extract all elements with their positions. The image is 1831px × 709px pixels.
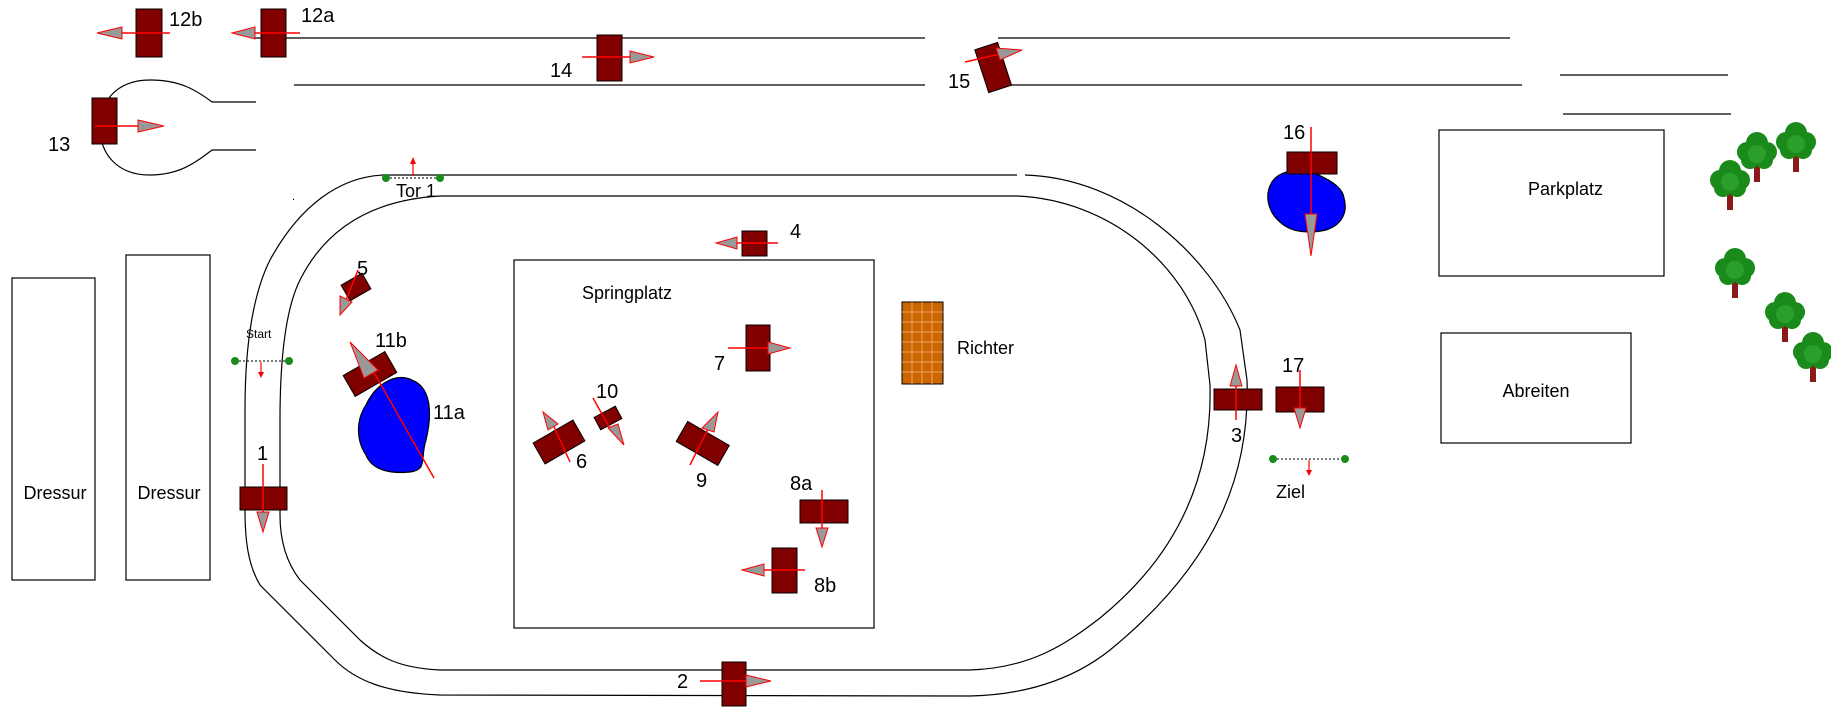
obstacle-11a-label: 11a	[433, 402, 466, 424]
obstacle-12b-label: 12b	[169, 9, 202, 31]
track-outer-edge	[244, 174, 1248, 697]
obstacle-2	[700, 661, 772, 707]
svg-text:.: .	[292, 191, 295, 203]
obstacle-15	[964, 41, 1023, 94]
start-gate	[231, 357, 293, 378]
obstacle-16	[1286, 127, 1338, 257]
parkplatz-area	[1438, 129, 1665, 277]
dressur-arena-1	[11, 277, 96, 581]
obstacle-10	[592, 397, 625, 446]
obstacle-14	[582, 34, 655, 82]
obstacle-8b-label: 8b	[814, 575, 836, 597]
obstacle-7	[728, 324, 792, 372]
tor1-label: Tor 1	[396, 181, 436, 201]
obstacle-11-direction	[349, 341, 435, 479]
judge-stand	[901, 301, 944, 385]
ziel-label: Ziel	[1276, 482, 1305, 502]
obstacle-5-label: 5	[357, 258, 368, 280]
obstacle-1	[239, 464, 288, 534]
dressur-arena-1-label: Dressur	[23, 483, 86, 503]
abreiten-label: Abreiten	[1502, 381, 1569, 401]
start-label: Start	[246, 327, 272, 341]
obstacle-8a	[799, 490, 849, 549]
abreiten-area	[1440, 332, 1632, 444]
obstacle-11b-label: 11b	[375, 330, 407, 352]
keyhole-loop	[99, 79, 256, 176]
obstacle-12a	[230, 8, 300, 58]
dressur-arena-2	[125, 254, 211, 581]
obstacle-17	[1275, 370, 1325, 430]
obstacle-12b	[96, 8, 170, 58]
obstacle-3	[1213, 363, 1263, 420]
obstacle-15-label: 15	[948, 71, 970, 93]
obstacle-7-label: 7	[714, 353, 725, 375]
obstacle-14-label: 14	[550, 60, 572, 82]
tree-icon	[1791, 330, 1831, 384]
track-inner-edge	[279, 195, 1211, 671]
obstacle-17-label: 17	[1282, 355, 1304, 377]
tor1-gate	[382, 157, 444, 182]
parkplatz-label: Parkplatz	[1528, 179, 1603, 199]
dressur-arena-2-label: Dressur	[137, 483, 200, 503]
obstacle-16-label: 16	[1283, 122, 1305, 144]
obstacle-6-label: 6	[576, 451, 587, 473]
obstacle-3-label: 3	[1231, 425, 1242, 447]
obstacle-1-label: 1	[257, 443, 268, 465]
tree-icon	[1763, 290, 1807, 344]
tree-icon	[1774, 120, 1818, 174]
obstacle-8b	[740, 547, 805, 594]
obstacle-13-label: 13	[48, 134, 70, 156]
obstacle-4-label: 4	[790, 221, 801, 243]
richter-label: Richter	[957, 338, 1014, 358]
obstacle-6	[532, 410, 586, 465]
obstacle-9	[675, 410, 730, 467]
obstacle-8a-label: 8a	[790, 473, 813, 495]
ziel-gate	[1269, 455, 1349, 476]
obstacle-13	[91, 97, 165, 145]
obstacle-10-label: 10	[596, 381, 618, 403]
tree-icon	[1713, 246, 1757, 300]
obstacle-12a-label: 12a	[301, 5, 335, 27]
obstacle-5	[339, 269, 372, 317]
obstacle-4	[714, 230, 778, 257]
obstacle-9-label: 9	[696, 470, 707, 492]
obstacle-2-label: 2	[677, 671, 688, 693]
tree-icon	[1708, 158, 1752, 212]
springplatz-label: Springplatz	[582, 283, 672, 303]
water-pond-11	[357, 377, 431, 474]
